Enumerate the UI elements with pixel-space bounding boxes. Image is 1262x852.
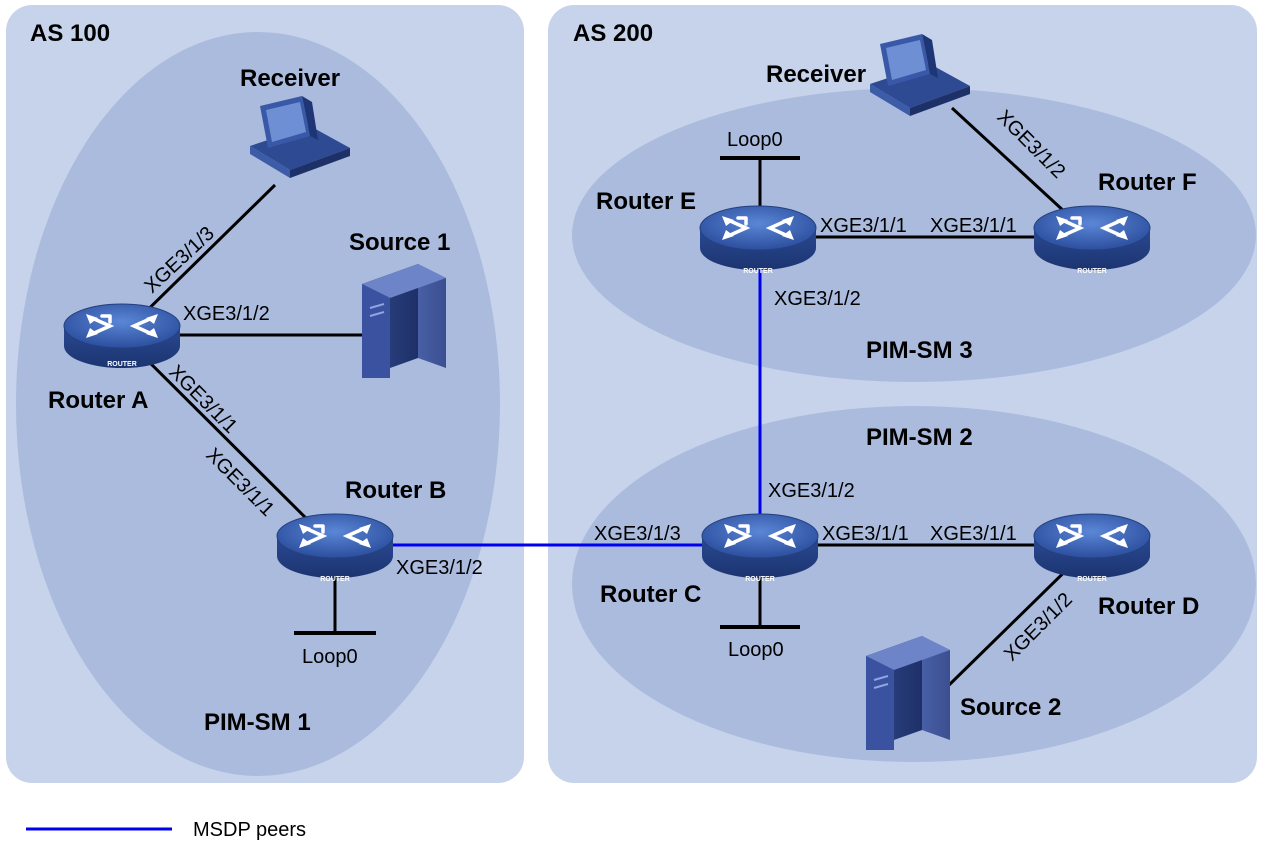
router-f-badge: ROUTER: [1077, 268, 1107, 275]
link-a-b: [120, 333, 335, 547]
port-b-c: XGE3/1/2: [396, 557, 483, 579]
source-1-server-icon: [362, 264, 446, 378]
router-a-badge: ROUTER: [107, 361, 137, 368]
port-c-b: XGE3/1/3: [594, 523, 681, 545]
loop0-e: [720, 156, 800, 215]
port-a-source: XGE3/1/2: [183, 303, 270, 325]
port-d-c: XGE3/1/1: [930, 523, 1017, 545]
router-e-icon: [698, 204, 818, 272]
source-1-label: Source 1: [349, 229, 450, 256]
router-d-icon: [1032, 512, 1152, 580]
port-c-d: XGE3/1/1: [822, 523, 909, 545]
pim-sm-3-label: PIM-SM 3: [866, 337, 973, 364]
router-c-icon: [700, 512, 820, 580]
port-c-e: XGE3/1/2: [768, 480, 855, 502]
router-a-icon: [62, 302, 182, 370]
router-c-badge: ROUTER: [745, 576, 775, 583]
receiver-1-label: Receiver: [240, 65, 340, 92]
port-f-e: XGE3/1/1: [930, 215, 1017, 237]
router-d-label: Router D: [1098, 593, 1199, 620]
source-2-label: Source 2: [960, 694, 1061, 721]
receiver-1-pc-icon: [250, 96, 350, 178]
router-c-label: Router C: [600, 581, 701, 608]
pim-sm-2-domain: [572, 406, 1256, 762]
router-b-icon: [275, 512, 395, 580]
port-e-c: XGE3/1/2: [774, 288, 861, 310]
router-b-label: Router B: [345, 477, 446, 504]
router-b-badge: ROUTER: [320, 576, 350, 583]
pim-sm-2-label: PIM-SM 2: [866, 424, 973, 451]
pim-sm-3-domain: [572, 88, 1256, 382]
receiver-2-pc-icon: [870, 34, 970, 116]
router-f-icon: [1032, 204, 1152, 272]
pim-sm-1-domain: [16, 32, 500, 776]
router-d-badge: ROUTER: [1077, 576, 1107, 583]
router-e-label: Router E: [596, 188, 696, 215]
source-2-server-icon: [866, 636, 950, 750]
legend-msdp-label: MSDP peers: [193, 819, 306, 841]
router-a-label: Router A: [48, 387, 148, 414]
loop0-c-label: Loop0: [728, 639, 784, 661]
as-100-label: AS 100: [30, 20, 110, 47]
receiver-2-label: Receiver: [766, 61, 866, 88]
router-f-label: Router F: [1098, 169, 1197, 196]
port-e-f: XGE3/1/1: [820, 215, 907, 237]
pim-sm-1-label: PIM-SM 1: [204, 709, 311, 736]
router-e-badge: ROUTER: [743, 268, 773, 275]
loop0-b-label: Loop0: [302, 646, 358, 668]
loop0-e-label: Loop0: [727, 129, 783, 151]
as-200-label: AS 200: [573, 20, 653, 47]
